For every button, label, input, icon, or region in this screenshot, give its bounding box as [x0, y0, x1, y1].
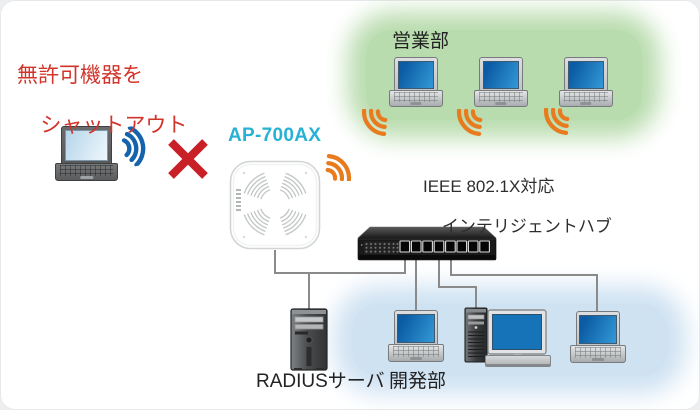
- laptop-screen: [567, 60, 605, 89]
- wifi-signal-icon: [114, 123, 156, 169]
- laptop-screen: [579, 314, 617, 345]
- laptop-keyboard: [479, 92, 523, 102]
- laptop-base: [388, 344, 444, 362]
- laptop-base: [55, 162, 118, 181]
- laptop-screen: [397, 60, 435, 89]
- wifi-signal-icon: [541, 108, 571, 142]
- laptop-keyboard: [394, 92, 438, 102]
- laptop-base: [474, 90, 528, 107]
- laptop-keyboard: [575, 347, 621, 358]
- blocked-note: 無許可機器を シャットアウト: [17, 63, 187, 138]
- laptop-touchpad: [410, 357, 422, 360]
- laptop-base: [570, 345, 626, 363]
- laptop-screen: [482, 60, 520, 89]
- laptop-lid: [575, 311, 621, 348]
- laptop-lid: [61, 126, 112, 165]
- laptop-screen: [64, 129, 109, 162]
- wifi-signal-icon: [359, 109, 389, 143]
- sales-dept-label: 営業部: [392, 31, 450, 52]
- laptop-lid: [394, 57, 438, 93]
- wifi-signal-icon: [324, 147, 358, 181]
- ap-model-label: AP-700AX: [228, 125, 322, 146]
- sales-laptop-icon: [389, 57, 443, 107]
- sales-laptop-icon: [559, 57, 613, 107]
- hub-label-line1: IEEE 802.1X対応: [423, 177, 555, 196]
- hub-label: IEEE 802.1X対応 インテリジェントハブ: [423, 177, 612, 237]
- dev-laptop-icon: [388, 310, 444, 362]
- dev-dept-label: 開発部: [389, 371, 447, 392]
- hub-led: [360, 244, 363, 246]
- laptop-touchpad: [592, 358, 604, 361]
- radius-server-label: RADIUSサーバ: [256, 371, 385, 392]
- hub-label-line2: インテリジェントハブ: [441, 217, 612, 236]
- laptop-touchpad: [79, 176, 94, 179]
- sales-laptop-icon: [474, 57, 528, 107]
- rogue-laptop-icon: [55, 126, 118, 181]
- wifi-signal-icon: [454, 109, 484, 143]
- dev-laptop-icon: [570, 311, 626, 363]
- hub-ports: [399, 240, 490, 253]
- blocked-x-icon: [165, 136, 211, 182]
- radius-server-icon: [288, 306, 330, 372]
- laptop-base: [389, 90, 443, 107]
- ap-led-lights: [236, 189, 241, 211]
- blocked-note-line1: 無許可機器を: [17, 64, 143, 87]
- desktop-tower-icon: [463, 306, 489, 364]
- access-point-icon: [229, 160, 321, 250]
- laptop-keyboard: [393, 346, 439, 357]
- laptop-touchpad: [495, 102, 507, 105]
- laptop-keyboard: [60, 164, 113, 176]
- laptop-lid: [479, 57, 523, 93]
- laptop-touchpad: [580, 102, 592, 105]
- laptop-touchpad: [410, 102, 422, 105]
- laptop-keyboard: [564, 92, 608, 102]
- desktop-keyboard-icon: [485, 355, 551, 367]
- laptop-lid: [564, 57, 608, 93]
- laptop-screen: [397, 313, 435, 344]
- blocked-note-line2: シャットアウト: [40, 114, 188, 137]
- laptop-lid: [393, 310, 439, 347]
- laptop-base: [559, 90, 613, 107]
